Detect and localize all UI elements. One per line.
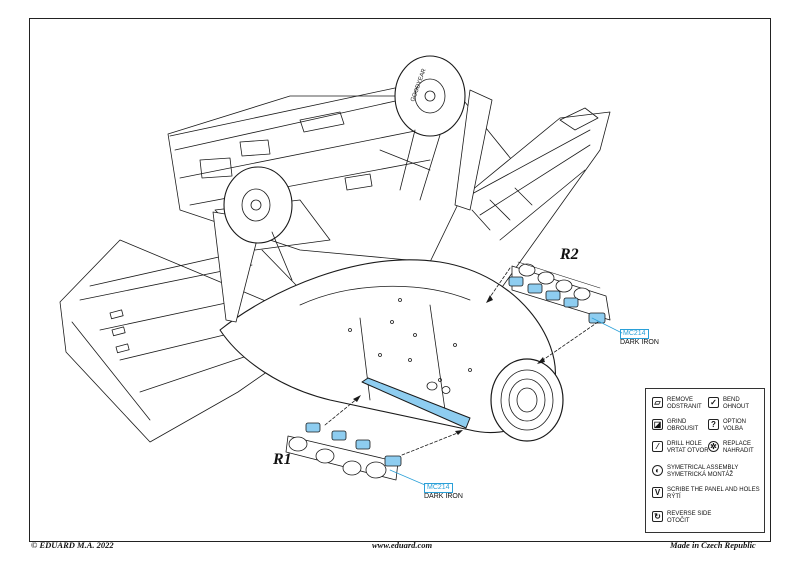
bend-icon: ✓ xyxy=(708,397,719,408)
arrow-heads xyxy=(353,295,545,435)
footer-origin: Made in Czech Republic xyxy=(670,540,756,550)
callout-r1: MC214 DARK IRON xyxy=(424,483,463,501)
legend-text: OPTION xyxy=(723,419,747,425)
legend-text: REPLACE xyxy=(723,441,752,447)
remove-icon: ▱ xyxy=(652,397,663,408)
engine-intake xyxy=(490,358,564,442)
legend-text: VRTAT OTVOR xyxy=(667,447,709,454)
paint-code: MC214 xyxy=(620,329,649,339)
legend-text: NAHRADIT xyxy=(723,447,754,454)
sheet-frame xyxy=(29,18,771,542)
replace-icon: ✲ xyxy=(708,441,719,452)
legend-text: SYMETRICAL ASSEMBLY xyxy=(667,465,739,471)
reverse-icon: ↻ xyxy=(652,511,663,522)
legend-text: OTOČIT xyxy=(667,517,690,524)
legend-text: REVERSE SIDE xyxy=(667,511,712,517)
paint-color: DARK IRON xyxy=(620,339,659,346)
assembly-arrows xyxy=(324,267,599,456)
drill-icon: ⁄ xyxy=(652,441,663,452)
paint-color: DARK IRON xyxy=(424,493,463,500)
legend-text: OBROUSIT xyxy=(667,425,699,432)
part-r2-drawing xyxy=(508,261,611,324)
callout-r2: MC214 DARK IRON xyxy=(620,329,659,347)
legend-text: RÝTÍ xyxy=(667,493,681,500)
legend-text: VOLBA xyxy=(723,425,744,432)
legend-text: SCRIBE THE PANEL AND HOLES xyxy=(667,487,760,493)
legend-text: DRILL HOLE xyxy=(667,441,702,447)
legend-text: BEND xyxy=(723,397,740,403)
legend-text: REMOVE xyxy=(667,397,694,403)
callout-leaders xyxy=(389,317,623,486)
part-label-r1: R1 xyxy=(273,451,292,468)
footer-copyright: © EDUARD M.A. 2022 xyxy=(31,540,114,550)
part-r1-drawing xyxy=(285,422,402,481)
exhaust-strip-highlight xyxy=(361,377,471,429)
symmetrical-icon: ◐ xyxy=(652,465,663,476)
scribe-icon: V xyxy=(652,487,663,498)
paint-code: MC214 xyxy=(424,483,453,493)
landing-gear-right xyxy=(379,55,493,211)
grind-icon: ◪ xyxy=(652,419,663,430)
landing-gear-left xyxy=(212,166,297,323)
legend-text: OHNOUT xyxy=(723,403,749,410)
legend-text: GRIND xyxy=(667,419,687,425)
option-icon: ? xyxy=(708,419,719,430)
legend-text: SYMETRICKÁ MONTÁŽ xyxy=(667,471,734,478)
part-label-r2: R2 xyxy=(560,246,579,263)
footer-website[interactable]: www.eduard.com xyxy=(372,540,433,550)
legend-text: ODSTRANIT xyxy=(667,403,702,410)
engine-nacelle xyxy=(219,259,556,434)
